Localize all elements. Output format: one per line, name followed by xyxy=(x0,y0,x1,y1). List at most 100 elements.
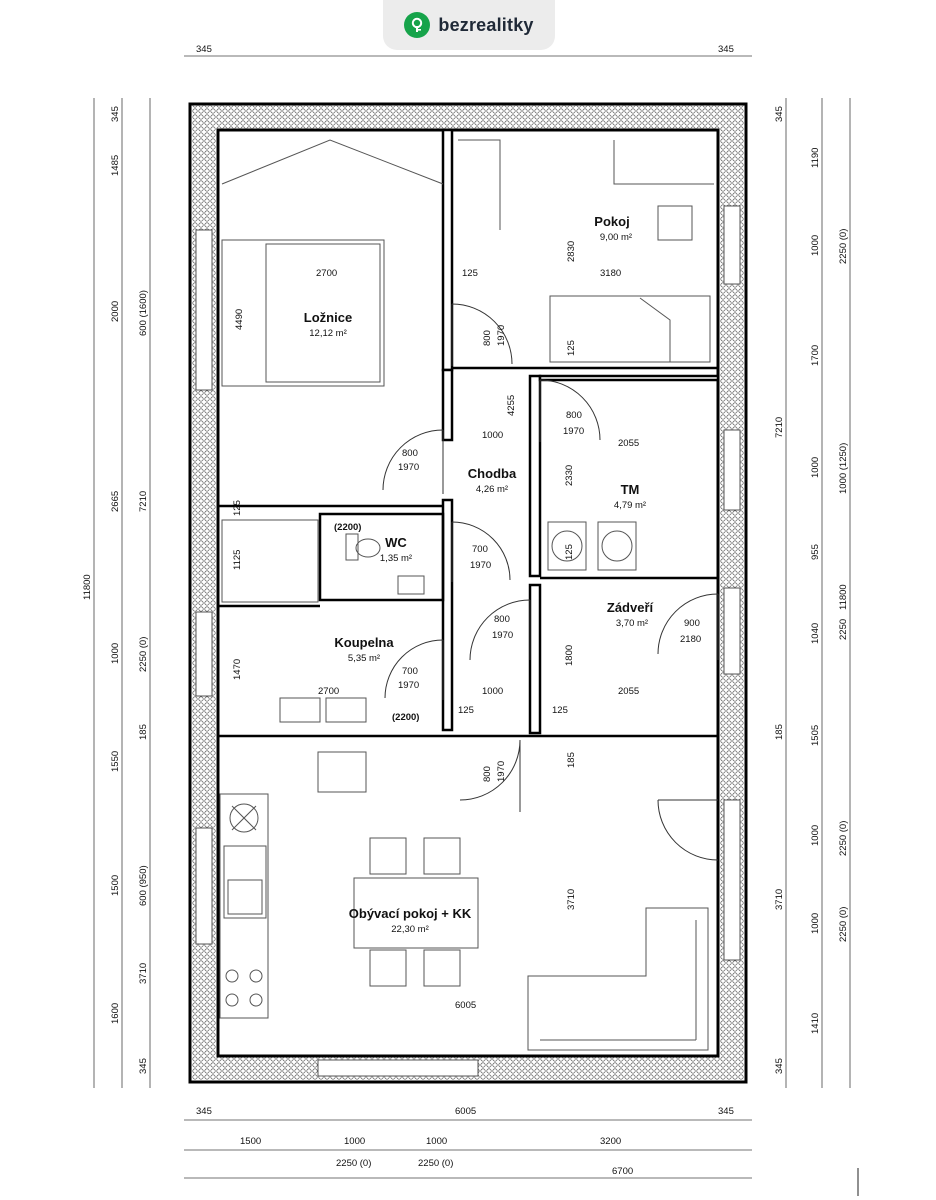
svg-text:125: 125 xyxy=(458,705,474,716)
svg-text:125: 125 xyxy=(566,340,577,356)
svg-text:1485: 1485 xyxy=(110,155,121,176)
svg-text:900: 900 xyxy=(684,618,700,629)
exterior-walls xyxy=(188,102,748,1084)
svg-text:1000: 1000 xyxy=(810,913,821,934)
svg-text:4490: 4490 xyxy=(234,309,245,330)
svg-text:2250 (0): 2250 (0) xyxy=(838,907,849,942)
room-area-zadveri: 3,70 m² xyxy=(616,618,648,629)
svg-text:345: 345 xyxy=(718,1106,734,1117)
dim-top-right: 345 xyxy=(718,44,734,55)
svg-text:1700: 1700 xyxy=(810,345,821,366)
svg-text:1410: 1410 xyxy=(810,1013,821,1034)
svg-text:2055: 2055 xyxy=(618,438,639,449)
room-area-chodba: 4,26 m² xyxy=(476,484,508,495)
svg-text:2250 (0): 2250 (0) xyxy=(138,637,149,672)
svg-text:185: 185 xyxy=(566,752,577,768)
svg-text:125: 125 xyxy=(564,544,575,560)
svg-text:2250 (0): 2250 (0) xyxy=(838,821,849,856)
room-area-koupelna: 5,35 m² xyxy=(348,653,380,664)
svg-text:345: 345 xyxy=(196,1106,212,1117)
svg-text:3710: 3710 xyxy=(566,889,577,910)
svg-text:1600: 1600 xyxy=(110,1003,121,1024)
svg-text:2250 (0): 2250 (0) xyxy=(418,1158,453,1169)
room-name-loznice: Ložnice xyxy=(304,310,352,325)
svg-text:1000: 1000 xyxy=(482,430,503,441)
room-area-obyvaci: 22,30 m² xyxy=(391,924,429,935)
svg-text:1800: 1800 xyxy=(564,645,575,666)
svg-text:6005: 6005 xyxy=(455,1000,476,1011)
svg-text:1970: 1970 xyxy=(398,462,419,473)
interior-walls xyxy=(218,128,720,738)
svg-text:1040: 1040 xyxy=(810,623,821,644)
svg-text:1970: 1970 xyxy=(398,680,419,691)
svg-text:1970: 1970 xyxy=(563,426,584,437)
svg-text:2055: 2055 xyxy=(618,686,639,697)
brand-badge[interactable]: bezrealitky xyxy=(383,0,555,50)
dim-left: 11800 345 1485 2000 2665 1000 1550 1500 … xyxy=(82,106,149,1074)
dimension-lines xyxy=(93,55,851,1179)
dim-interior: 2700 4490 2830 3180 125 800 1970 125 425… xyxy=(232,241,701,1011)
svg-text:1000: 1000 xyxy=(810,235,821,256)
svg-text:955: 955 xyxy=(810,544,821,560)
svg-text:1470: 1470 xyxy=(232,659,243,680)
svg-text:2000: 2000 xyxy=(110,301,121,322)
svg-text:6700: 6700 xyxy=(612,1166,633,1177)
svg-text:1190: 1190 xyxy=(810,148,821,168)
dim-bottom: 345 6005 345 1500 1000 1000 3200 2250 (0… xyxy=(196,1106,734,1177)
svg-text:800: 800 xyxy=(494,614,510,625)
svg-text:1000: 1000 xyxy=(344,1136,365,1147)
svg-text:3710: 3710 xyxy=(138,963,149,984)
svg-text:125: 125 xyxy=(462,268,478,279)
svg-text:600 (1600): 600 (1600) xyxy=(138,290,149,336)
dim-top-left: 345 xyxy=(196,44,212,55)
svg-text:1500: 1500 xyxy=(110,875,121,896)
svg-text:700: 700 xyxy=(472,544,488,555)
room-name-koupelna: Koupelna xyxy=(334,635,394,650)
svg-text:125: 125 xyxy=(552,705,568,716)
svg-text:7210: 7210 xyxy=(138,491,149,512)
svg-text:185: 185 xyxy=(138,724,149,740)
svg-text:1000: 1000 xyxy=(426,1136,447,1147)
svg-text:1000: 1000 xyxy=(810,457,821,478)
svg-text:(2200): (2200) xyxy=(334,522,361,533)
svg-text:1000: 1000 xyxy=(110,643,121,664)
svg-text:1970: 1970 xyxy=(470,560,491,571)
svg-text:4255: 4255 xyxy=(506,395,517,416)
svg-text:2250 (0): 2250 (0) xyxy=(336,1158,371,1169)
room-name-obyvaci: Obývací pokoj + KK xyxy=(349,906,472,921)
svg-text:2250: 2250 xyxy=(838,619,849,640)
svg-text:800: 800 xyxy=(482,330,493,346)
room-labels: Ložnice 12,12 m² Pokoj 9,00 m² Chodba 4,… xyxy=(304,214,654,935)
room-area-tm: 4,79 m² xyxy=(614,500,646,511)
svg-text:185: 185 xyxy=(774,724,785,740)
brand-name: bezrealitky xyxy=(438,14,534,35)
svg-text:345: 345 xyxy=(110,106,121,122)
svg-text:1500: 1500 xyxy=(240,1136,261,1147)
svg-text:2700: 2700 xyxy=(318,686,339,697)
svg-text:11800: 11800 xyxy=(838,584,849,610)
svg-text:800: 800 xyxy=(402,448,418,459)
dim-right: 345 1190 1000 1700 1000 955 1040 1505 10… xyxy=(774,106,849,1074)
room-name-zadveri: Zádveří xyxy=(607,600,654,615)
room-name-wc: WC xyxy=(385,535,407,550)
svg-text:345: 345 xyxy=(138,1058,149,1074)
svg-text:1970: 1970 xyxy=(492,630,513,641)
svg-text:2330: 2330 xyxy=(564,465,575,486)
svg-text:125: 125 xyxy=(232,500,243,516)
svg-text:2830: 2830 xyxy=(566,241,577,262)
svg-text:7210: 7210 xyxy=(774,417,785,438)
doors xyxy=(382,303,719,861)
svg-text:3710: 3710 xyxy=(774,889,785,910)
svg-text:2180: 2180 xyxy=(680,634,701,645)
svg-text:800: 800 xyxy=(566,410,582,421)
room-area-pokoj: 9,00 m² xyxy=(600,232,632,243)
svg-text:6005: 6005 xyxy=(455,1106,476,1117)
svg-text:3180: 3180 xyxy=(600,268,621,279)
location-key-icon xyxy=(404,12,431,38)
svg-text:1000 (1250): 1000 (1250) xyxy=(838,443,849,494)
svg-text:3200: 3200 xyxy=(600,1136,621,1147)
svg-text:800: 800 xyxy=(482,766,493,782)
room-name-chodba: Chodba xyxy=(468,466,517,481)
furniture xyxy=(219,139,714,1051)
